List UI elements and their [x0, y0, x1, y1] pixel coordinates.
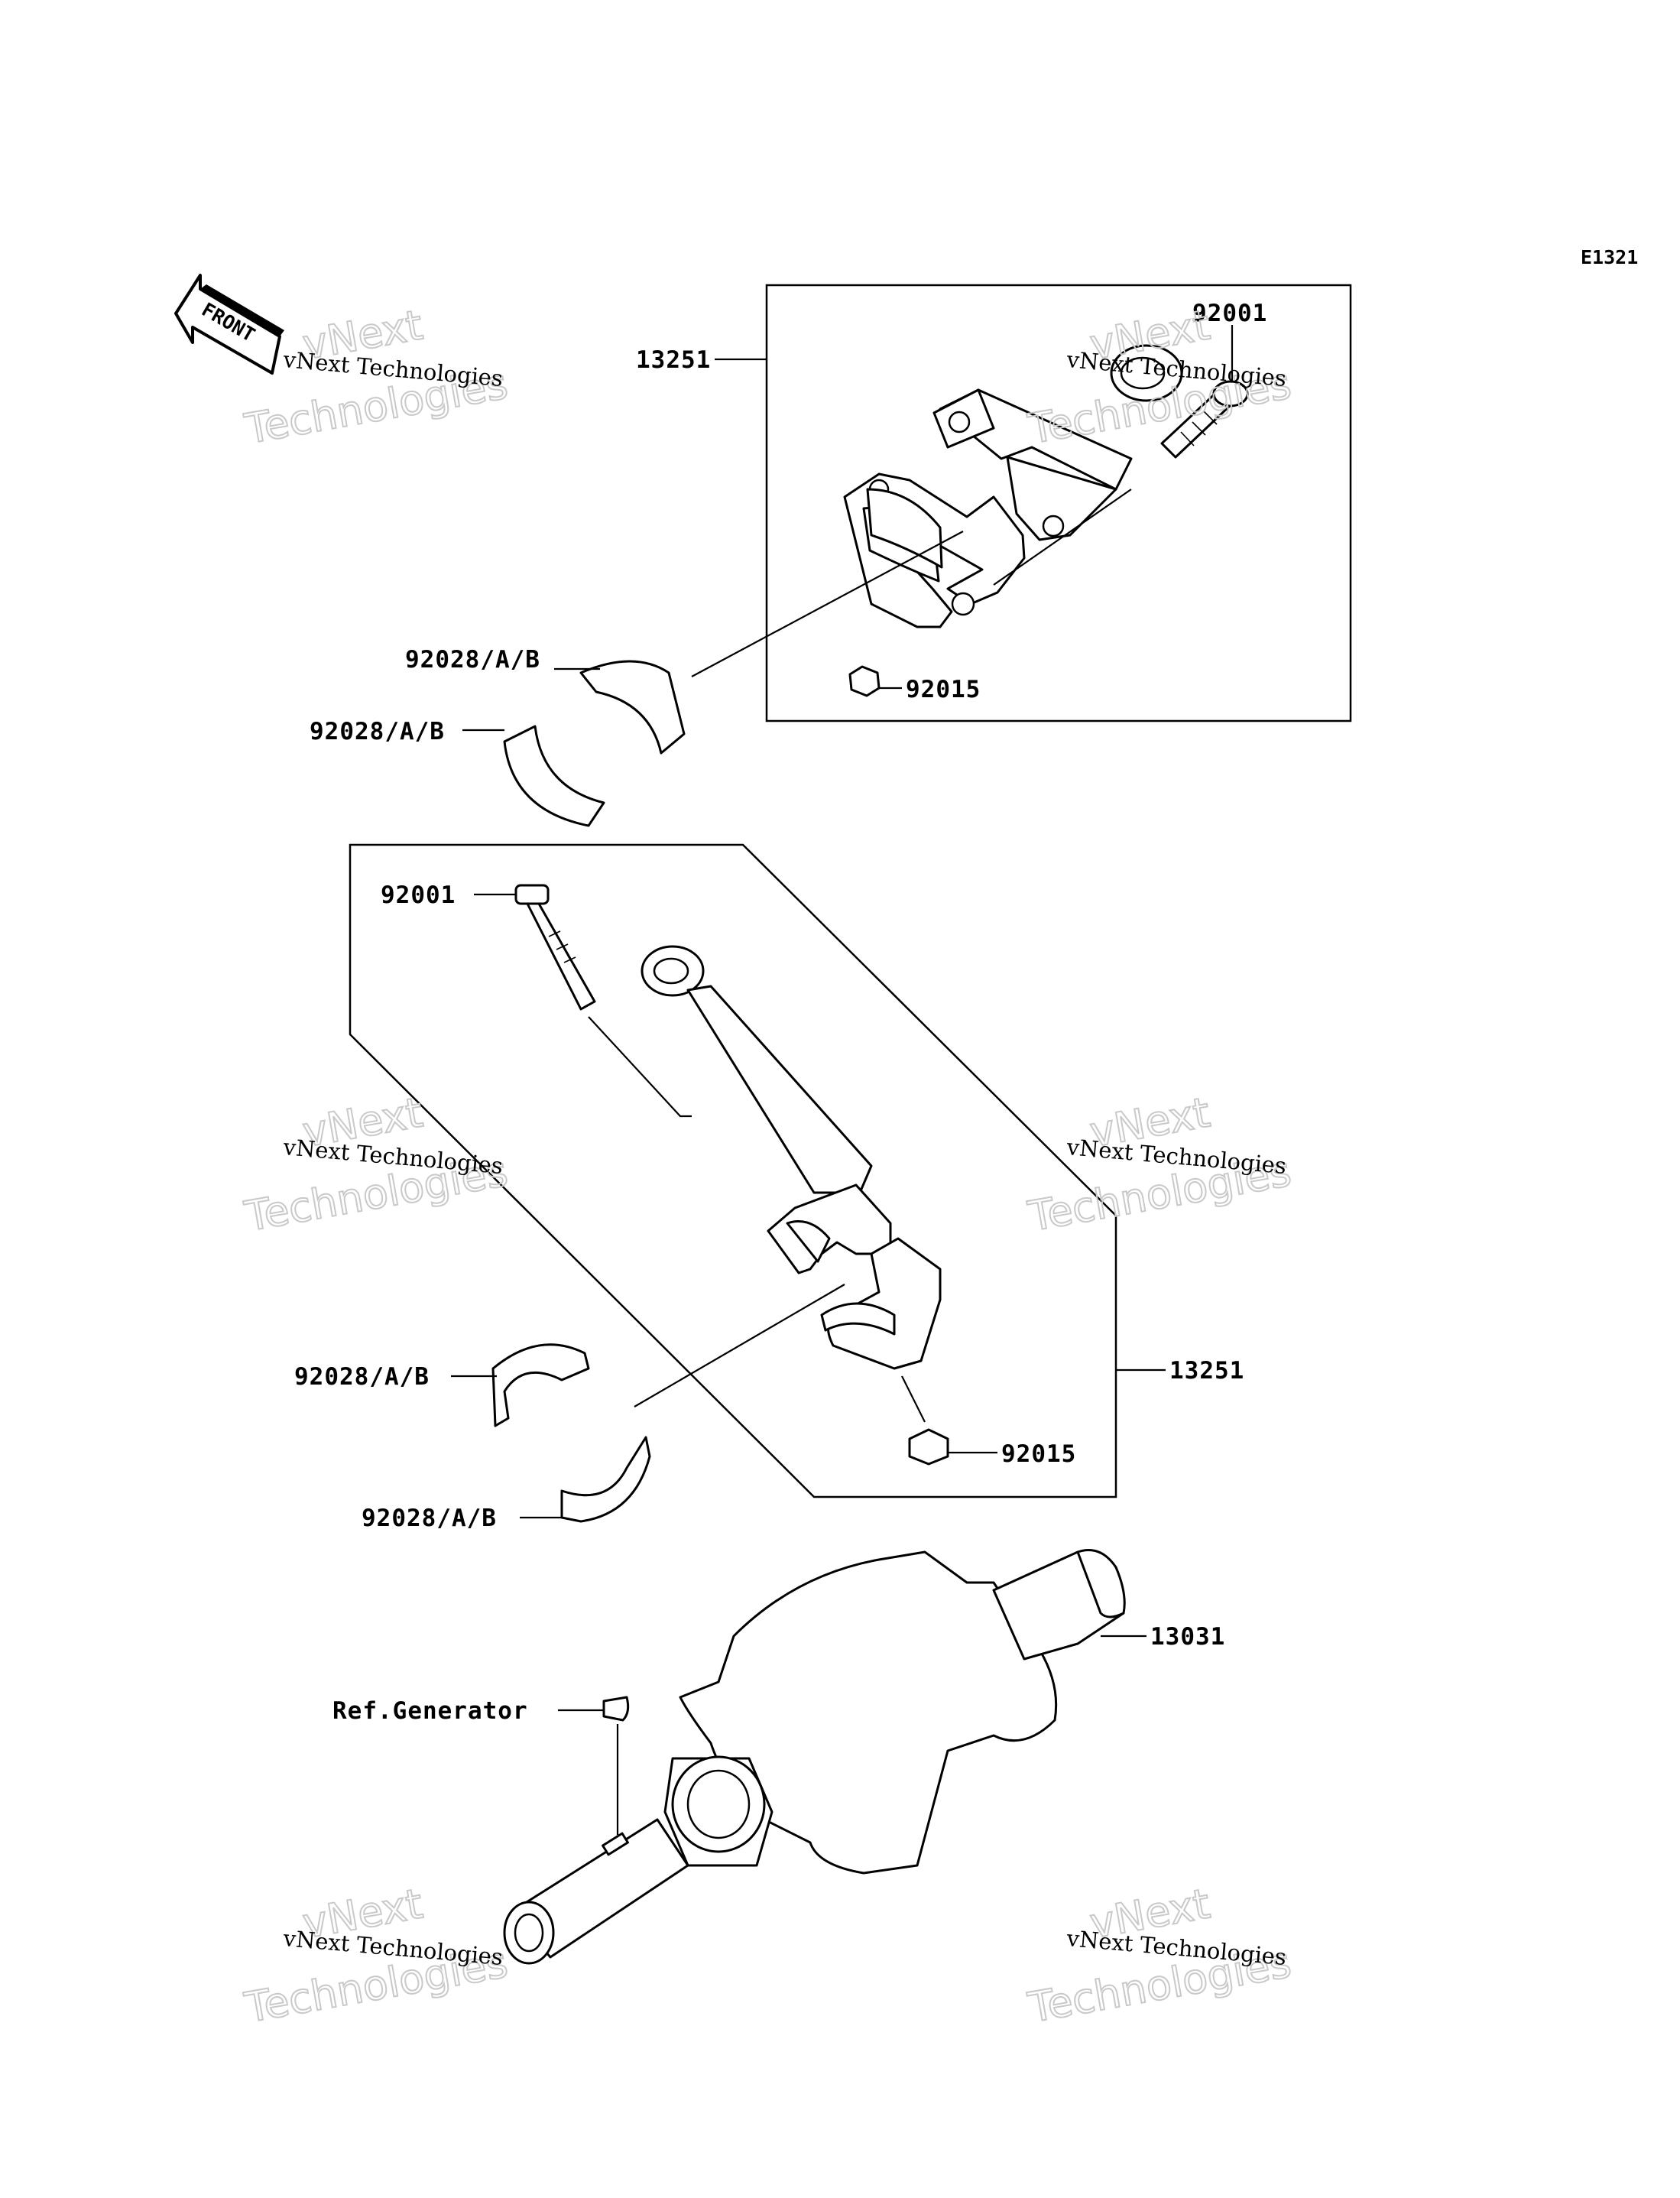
middle-bearing-shell-lower — [560, 1436, 651, 1523]
middle-rod-cap — [820, 1237, 942, 1370]
label-middle-bolt: 92001 — [381, 881, 456, 909]
watermark-bottom-right: vNext Technologies vNext Technologies — [1023, 1878, 1296, 2033]
label-middle-bearing-upper: 92028/A/B — [294, 1363, 430, 1391]
top-assembly-box — [765, 284, 1352, 722]
middle-rod-bolt — [514, 884, 596, 1011]
top-rod-bolt — [1160, 380, 1249, 459]
middle-assembly-box — [349, 843, 1117, 1498]
label-top-bolt: 92001 — [1192, 300, 1267, 327]
label-top-bearing-upper: 92028/A/B — [405, 646, 540, 674]
woodruff-key — [602, 1696, 630, 1722]
top-bearing-shell-lower — [503, 725, 605, 827]
watermark-middle-left: vNext Technologies vNext Technologies — [240, 1087, 512, 1242]
middle-bearing-shell-upper — [491, 1343, 590, 1427]
crankshaft — [503, 1549, 1126, 1965]
label-middle-rod-assembly: 13251 — [1169, 1357, 1244, 1385]
top-connecting-rod — [843, 344, 1183, 628]
label-top-rod-assembly: 13251 — [636, 346, 711, 374]
label-middle-nut: 92015 — [1001, 1440, 1076, 1468]
diagram-code: E1321 — [1581, 246, 1638, 268]
front-arrow-icon: FRONT — [174, 274, 284, 375]
label-top-nut: 92015 — [906, 676, 981, 703]
label-ref-generator: Ref.Generator — [332, 1697, 528, 1725]
middle-connecting-rod — [641, 945, 892, 1274]
label-crankshaft: 13031 — [1150, 1623, 1225, 1651]
watermark-top-left: vNext Technologies vNext Technologies — [240, 300, 512, 454]
leader-lines — [451, 325, 1234, 1835]
label-middle-bearing-lower: 92028/A/B — [362, 1505, 497, 1532]
watermark-bottom-left: vNext Technologies vNext Technologies — [240, 1878, 512, 2033]
middle-rod-nut — [908, 1428, 949, 1466]
label-top-bearing-lower: 92028/A/B — [310, 718, 445, 745]
top-rod-nut — [848, 665, 881, 697]
top-bearing-shell-upper — [579, 660, 686, 755]
